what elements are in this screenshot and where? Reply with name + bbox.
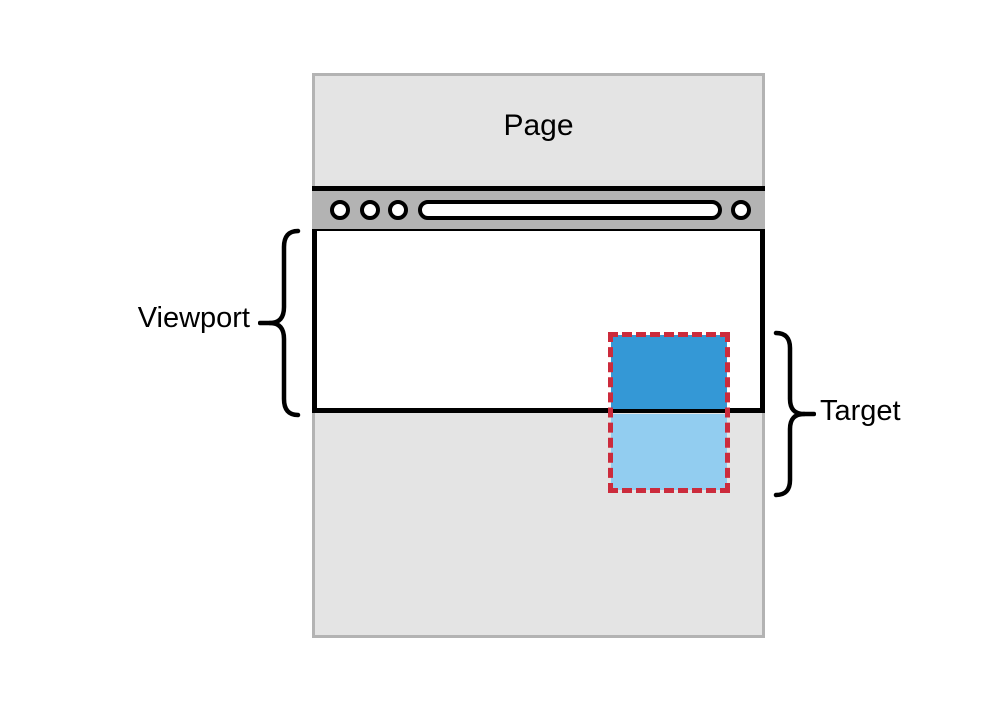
target-clipped-portion: [611, 414, 727, 490]
chrome-circle-icon-3: [388, 200, 408, 220]
target-dashed-outline: [608, 332, 730, 493]
target-visible-portion: [611, 335, 727, 409]
page-title-label: Page: [503, 109, 574, 142]
target-brace-icon: [773, 330, 816, 498]
chrome-circle-icon-right: [731, 200, 751, 220]
chrome-circle-icon-1: [330, 200, 350, 220]
viewport-brace-icon: [258, 228, 301, 418]
chrome-circle-icon-2: [360, 200, 380, 220]
target-label: Target: [820, 395, 901, 427]
viewport-label: Viewport: [137, 302, 250, 334]
address-bar-pill: [418, 200, 722, 220]
